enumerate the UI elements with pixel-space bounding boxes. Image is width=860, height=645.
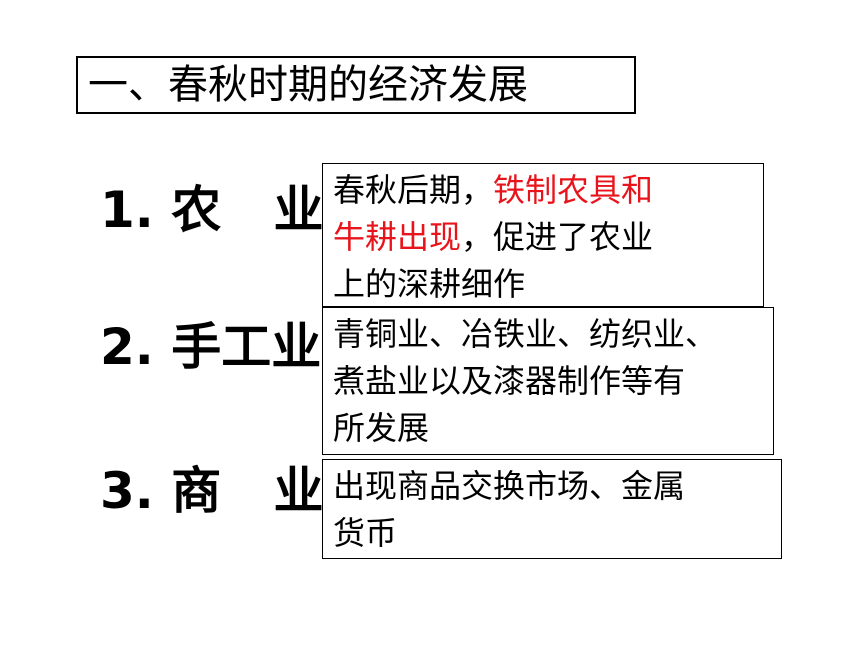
callout-line: 所发展 — [333, 409, 430, 447]
heading-handicraft: 2. 手工业 — [100, 322, 321, 372]
callout-line: 上的深耕细作 — [333, 265, 526, 303]
slide-title-text: 一、春秋时期的经济发展 — [88, 62, 528, 108]
callout-handicraft: 青铜业、冶铁业、纺织业、 煮盐业以及漆器制作等有 所发展 — [322, 307, 774, 455]
callout-line: 煮盐业以及漆器制作等有 — [333, 362, 686, 400]
callout-line: 出现商品交换市场、金属 — [333, 467, 686, 505]
callout-agriculture: 春秋后期，铁制农具和 牛耕出现，促进了农业 上的深耕细作 — [322, 163, 764, 307]
heading-agriculture: 1. 农 业 — [100, 185, 323, 235]
heading-label: 商 业 — [171, 462, 324, 520]
callout-text: 春秋后期， — [333, 171, 494, 209]
callout-highlight-text: 牛耕出现 — [333, 218, 462, 256]
heading-number: 3. — [100, 462, 154, 520]
heading-number: 1. — [100, 181, 154, 239]
callout-line: 牛耕出现，促进了农业 — [333, 214, 757, 261]
heading-label: 手工业 — [171, 318, 322, 376]
slide-title: 一、春秋时期的经济发展 — [76, 56, 636, 114]
heading-commerce: 3. 商 业 — [100, 466, 323, 516]
callout-highlight-text: 铁制农具和 — [493, 171, 654, 209]
callout-line: 货币 — [333, 514, 398, 552]
heading-number: 2. — [100, 318, 154, 376]
callout-commerce: 出现商品交换市场、金属 货币 — [322, 459, 782, 559]
callout-line: 青铜业、冶铁业、纺织业、 — [333, 315, 718, 353]
callout-line: 春秋后期，铁制农具和 — [333, 167, 757, 214]
heading-label: 农 业 — [171, 181, 324, 239]
callout-text: ，促进了农业 — [461, 218, 654, 256]
